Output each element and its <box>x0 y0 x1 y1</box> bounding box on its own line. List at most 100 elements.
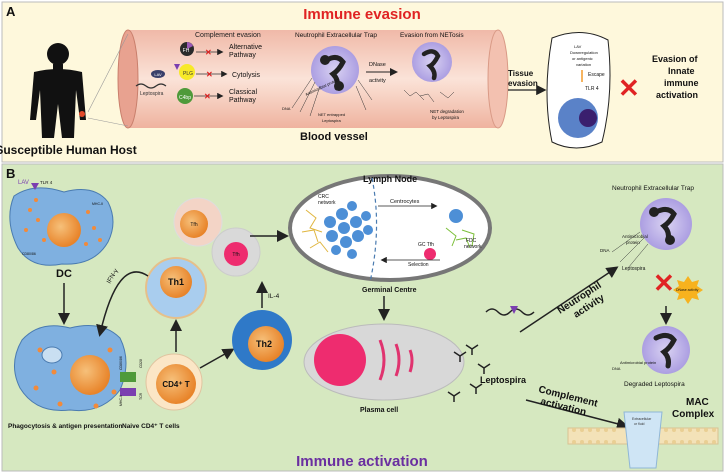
evasion-innate-line1: Evasion of <box>652 54 699 64</box>
crc-network <box>301 209 329 253</box>
tissue-evasion-line2: evasion <box>508 79 538 88</box>
naive-t-nucleus <box>156 364 196 404</box>
b-cell-cluster <box>324 201 373 259</box>
plg-label: PLG <box>183 71 193 77</box>
dnase-line2: activity <box>369 78 386 84</box>
fdc-line2: network <box>464 244 482 250</box>
cd80-label-apc: CD80/86 <box>119 356 123 370</box>
net-title-b: Neutrophil Extracellular Trap <box>612 185 694 192</box>
selection-label: Selection <box>408 262 429 268</box>
apc-nucleus <box>70 355 110 395</box>
antimicrobial-line1: Antimicrobial <box>622 234 648 239</box>
dna-strands <box>291 77 373 117</box>
net-degradation-line1: NET degradation <box>430 109 464 114</box>
tfh-nucleus-top <box>180 210 208 238</box>
ifn-arrow <box>96 271 149 337</box>
dna-label-b2: DNA <box>612 366 621 371</box>
antigen-presenting-cell <box>14 325 127 412</box>
tfh-nucleus-bottom <box>224 242 248 266</box>
tfh-label-top: Tfh <box>190 222 197 228</box>
dna-label-b: DNA <box>600 248 610 253</box>
dc-label: DC <box>56 268 72 280</box>
mhc2-label-dc: MHC-II <box>92 202 103 206</box>
tlr4-label-b: TLR 4 <box>40 180 53 185</box>
human-silhouette-icon <box>30 43 86 138</box>
degraded-label: Degraded Leptospira <box>624 381 685 388</box>
th1-nucleus <box>160 266 192 298</box>
netosis-title: Evasion from NETosis <box>400 32 464 39</box>
panel-b-letter: B <box>6 166 15 181</box>
crc-line2: network <box>318 200 336 206</box>
panel-a: A Immune evasion Susceptible Human Host … <box>0 1 724 163</box>
mac-inner-line1: Extracellular <box>632 417 652 421</box>
x-mark-icon: ✕ <box>653 268 675 298</box>
dnase-line1: DNase <box>369 62 386 68</box>
mac-line1: MAC <box>686 397 709 408</box>
gc-tfh-label: GC Tfh <box>418 242 434 248</box>
mac-inner-line2: or fluid <box>634 422 645 426</box>
tfh-label-bottom: Tfh <box>232 252 239 258</box>
x-mark-icon: ✕ <box>618 73 640 103</box>
c4bp-icon <box>177 88 193 104</box>
centrocytes-label: Centrocytes <box>390 199 420 205</box>
tissue-evasion-line1: Tissue <box>508 69 534 78</box>
dnase-burst-icon <box>673 276 703 304</box>
panel-a-letter: A <box>6 4 16 19</box>
mhc2-label-apc: MHC-II <box>119 395 123 406</box>
panel-b: B Immune activation LAV TLR 4 MHC-II CD8… <box>1 163 724 472</box>
cd80-label-dc: CD80/86 <box>22 252 36 256</box>
naive-to-th2-arrow <box>199 348 235 369</box>
lav-triangle-icon <box>174 64 180 70</box>
tlr4-label-a: TLR 4 <box>585 86 599 92</box>
plasma-er <box>378 339 414 381</box>
gc-tfh-cell <box>424 248 436 260</box>
lepto-label-net: Leptospira <box>622 266 646 272</box>
net-entrapped-line2: Leptospira <box>322 118 341 123</box>
dna-strands-b <box>611 231 649 269</box>
leptospira-label-b: Leptospira <box>480 375 527 385</box>
il4-label: IL-4 <box>268 293 280 300</box>
cd80-cd28-binding <box>120 372 136 382</box>
mac-line2: Complex <box>672 409 715 420</box>
antimicrobial-label-b2: Antimicrobial protein <box>620 360 656 365</box>
cd4t-label: CD4⁺ T <box>162 380 189 389</box>
panel-b-title: Immune activation <box>296 453 428 470</box>
antimicrobial-line2: protein <box>626 240 640 245</box>
alternative-pathway-line1: Alternative <box>229 44 262 51</box>
evasion-innate-line3: immune <box>664 78 699 88</box>
th2-label: Th2 <box>256 339 272 349</box>
lav-note-line1: LAV <box>574 44 582 49</box>
leptospira-spiral-icon <box>135 83 167 89</box>
lav-note-line3: or antigenic <box>572 56 593 61</box>
phagosome <box>41 346 63 364</box>
lav-label-b: LAV <box>18 180 29 186</box>
centrocyte-cell <box>449 209 463 223</box>
leptospira-label-a: Leptospira <box>140 91 164 97</box>
macrophage-nucleus <box>579 109 597 127</box>
lav-triangle-icon <box>510 306 518 314</box>
fh-label: FH <box>183 48 190 54</box>
crc-line1: CRC <box>318 194 329 200</box>
complement-evasion-label: Complement evasion <box>195 32 261 39</box>
fdc-line1: FDC <box>466 238 477 244</box>
panel-a-title: Immune evasion <box>303 6 421 23</box>
antibodies <box>447 344 491 402</box>
lymph-node-label: Lymph Node <box>363 174 417 184</box>
lav-note-line4: variation <box>576 62 591 67</box>
dc-nucleus <box>47 213 81 247</box>
plasma-cell-label: Plasma cell <box>360 407 398 414</box>
fdc-network <box>445 227 475 249</box>
cross-icon: ✕ <box>206 70 213 79</box>
apc-granules <box>33 347 117 409</box>
leptospira-spiral-icon <box>485 308 535 316</box>
gc-boundary <box>369 177 378 283</box>
lav-note-line2: Downregulation <box>570 50 598 55</box>
classical-pathway-line2: Pathway <box>229 97 256 104</box>
net-entrapped-line1: NET entrapped <box>318 112 345 117</box>
mhc-tcr-binding <box>120 388 136 396</box>
degraded-dna <box>403 89 455 103</box>
cd28-label: CD28 <box>139 359 143 368</box>
dc-granules <box>24 198 102 246</box>
evasion-innate-line2: Innate <box>668 66 695 76</box>
